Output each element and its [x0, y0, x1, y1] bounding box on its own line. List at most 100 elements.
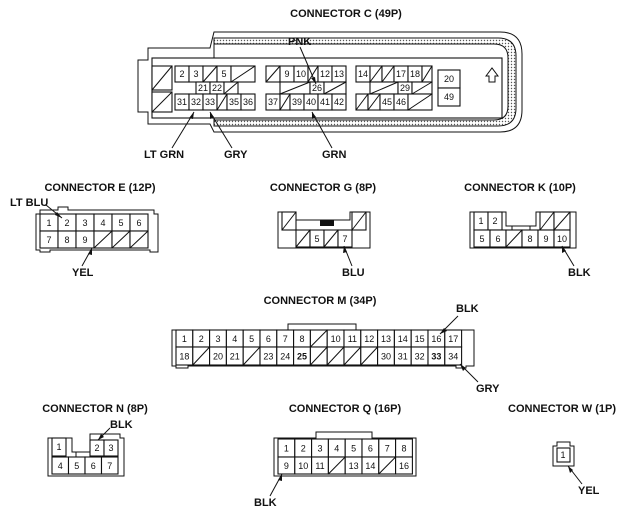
pin-number: 6	[91, 461, 96, 471]
pin-number: 10	[331, 334, 341, 344]
pin-number: 3	[215, 334, 220, 344]
blank-pin-slash	[378, 456, 396, 475]
pin-number: 8	[299, 334, 304, 344]
pin: 10	[296, 69, 306, 79]
pin-number: 10	[298, 461, 308, 471]
connector-c-group-b: 9 10 12 13 26 37 39 40 41 42	[265, 65, 347, 111]
pin-number: 7	[342, 234, 347, 244]
pin: 3	[108, 443, 113, 453]
pin-number: 9	[82, 235, 87, 245]
blank-pin-slash	[323, 229, 339, 248]
pin-number: 8	[64, 235, 69, 245]
blank-pin-slash	[93, 230, 113, 249]
pin: 31	[177, 97, 187, 107]
pin-number: 1	[182, 334, 187, 344]
label-blk: BLK	[456, 303, 479, 315]
pin-number: 10	[557, 234, 567, 244]
label-blu: BLU	[342, 267, 365, 279]
connector-q-title: CONNECTOR Q (16P)	[289, 403, 402, 415]
pin-number: 30	[381, 352, 391, 362]
blank-pin-slash	[360, 346, 378, 366]
connector-w: 1 YEL	[552, 441, 600, 497]
pin-number: 6	[368, 444, 373, 454]
pin-cell	[395, 456, 413, 475]
pin-number: 7	[107, 461, 112, 471]
connector-g-title: CONNECTOR G (8P)	[270, 182, 376, 194]
pin: 2	[94, 443, 99, 453]
connector-c-group-a: 2 3 5 21 22 31 32 33 35 36	[174, 65, 256, 111]
pin-number: 12	[364, 334, 374, 344]
up-arrow-icon	[485, 67, 499, 83]
pin-number: 5	[351, 444, 356, 454]
pin-number: 9	[543, 234, 548, 244]
pin-number: 1	[284, 444, 289, 454]
pin-number: 2	[199, 334, 204, 344]
pin-number: 8	[401, 444, 406, 454]
blank-pin-slash	[505, 229, 523, 248]
pin-number: 32	[415, 352, 425, 362]
label-lt-blu: LT BLU	[10, 197, 48, 209]
pin: 21	[198, 83, 208, 93]
pin: 26	[312, 83, 322, 93]
label-gry: GRY	[476, 383, 500, 395]
pin: 39	[292, 97, 302, 107]
label-lt-grn: LT GRN	[144, 149, 184, 161]
connector-c: 2 3 5 21 22 31 32 33 35 36 9 10 12 13 26	[137, 31, 523, 161]
pin-number: 6	[266, 334, 271, 344]
pin-number: 5	[249, 334, 254, 344]
pin: 13	[334, 69, 344, 79]
pin-number: 5	[314, 234, 319, 244]
pin-number: 17	[448, 334, 458, 344]
pin: 29	[400, 83, 410, 93]
pin-cell	[337, 229, 353, 248]
pin-cell	[444, 346, 463, 366]
pin: 18	[410, 69, 420, 79]
blank-pin-slash	[310, 329, 328, 348]
blank-pin-slash	[343, 346, 362, 366]
pin-number: 14	[398, 334, 408, 344]
connector-e-title: CONNECTOR E (12P)	[44, 182, 155, 194]
connector-w-title: CONNECTOR W (1P)	[508, 403, 616, 415]
pin: 3	[193, 69, 198, 79]
pin-number: 4	[100, 218, 105, 228]
pin: 41	[320, 97, 330, 107]
pin: 46	[396, 97, 406, 107]
label-grn: GRN	[322, 149, 347, 161]
label-pnk: PNK	[288, 36, 311, 48]
pin-number: 13	[349, 461, 359, 471]
pin-number: 2	[301, 444, 306, 454]
pin-number: 3	[317, 444, 322, 454]
label-blk: BLK	[254, 497, 277, 509]
pin-number: 11	[348, 334, 357, 344]
pin-number: 3	[82, 218, 87, 228]
label-yel: YEL	[578, 485, 600, 497]
pin-number: 34	[448, 352, 458, 362]
pin-number: 11	[315, 461, 324, 471]
pin: 22	[212, 83, 222, 93]
pin-number: 14	[365, 461, 375, 471]
blank-pin-slash	[326, 346, 345, 366]
pin-number: 25	[297, 352, 307, 362]
label-blk: BLK	[110, 419, 133, 431]
pin: 1	[478, 216, 483, 226]
pin-number: 21	[230, 352, 240, 362]
pin-number: 5	[74, 461, 79, 471]
blank-pin-slash	[111, 230, 131, 249]
pin-number: 31	[398, 352, 408, 362]
pin-number: 20	[213, 352, 223, 362]
pin: 1	[56, 442, 61, 452]
pin: 17	[396, 69, 406, 79]
pin: 37	[268, 97, 278, 107]
blank-pin-slash	[328, 456, 346, 475]
pin: 9	[284, 69, 289, 79]
pin-number: 5	[118, 218, 123, 228]
pin: 45	[382, 97, 392, 107]
pin-number: 13	[381, 334, 391, 344]
pin: 20	[444, 74, 454, 84]
connector-c-title: CONNECTOR C (49P)	[290, 8, 402, 20]
pin: 35	[229, 97, 239, 107]
